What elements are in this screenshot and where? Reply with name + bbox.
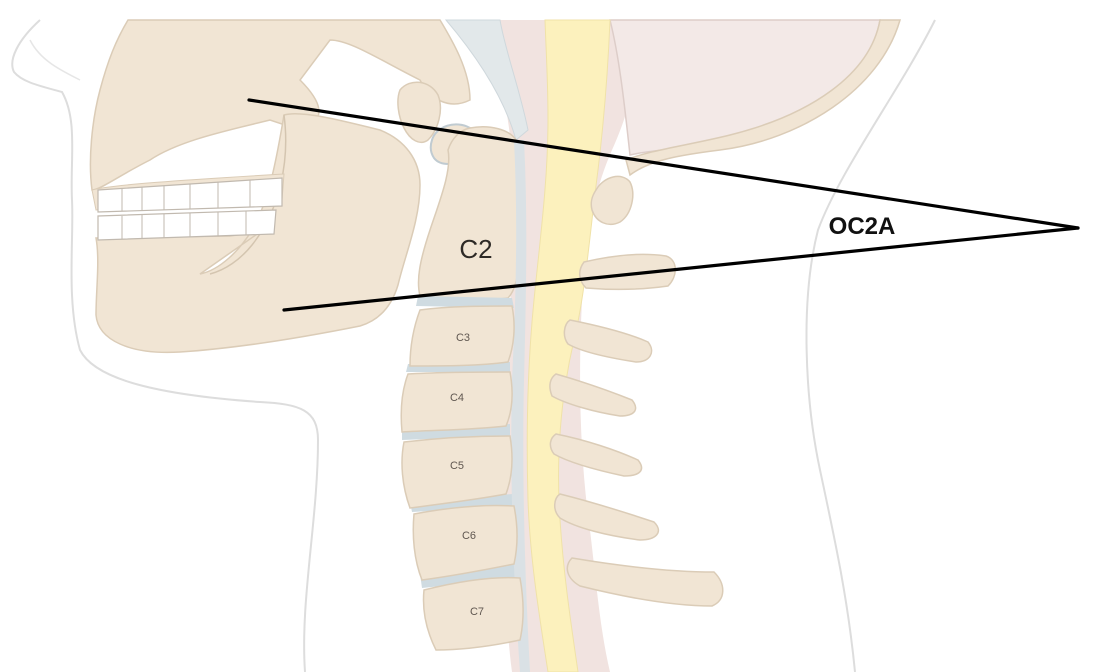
vertebra-label-c7: C7 xyxy=(470,606,484,618)
vertebra-c3: C3 xyxy=(409,305,515,367)
face-profile-outline-inner xyxy=(29,39,81,81)
back-of-neck-outline xyxy=(805,19,936,672)
lower-teeth xyxy=(97,209,277,241)
vertebra-c7: C7 xyxy=(422,576,524,651)
upper-teeth xyxy=(97,177,283,213)
spinous-processes xyxy=(549,319,724,607)
mandible-ramus-contour xyxy=(209,114,287,275)
occipital-bone xyxy=(625,19,901,177)
occipital-line xyxy=(247,98,1080,230)
vertebra-label-c4: C4 xyxy=(450,392,464,404)
face-profile-outline xyxy=(11,19,320,672)
vertebra-label-c5: C5 xyxy=(450,460,464,472)
atlas-posterior-arch xyxy=(590,175,634,226)
vertebra-label-c3: C3 xyxy=(456,332,470,344)
c2-label: C2 xyxy=(459,234,492,264)
spinal-cord xyxy=(526,19,611,672)
vertebra-label-c6: C6 xyxy=(462,530,476,542)
vertebra-c6: C6 xyxy=(412,504,518,581)
oc2a-angle-label: OC2A xyxy=(829,213,896,240)
c2-inferior-line xyxy=(282,226,1080,312)
axis-spinous-process xyxy=(579,253,676,291)
vertebra-c5: C5 xyxy=(401,435,513,509)
vertebra-c4: C4 xyxy=(400,371,513,433)
anterior-ligament xyxy=(444,19,529,141)
